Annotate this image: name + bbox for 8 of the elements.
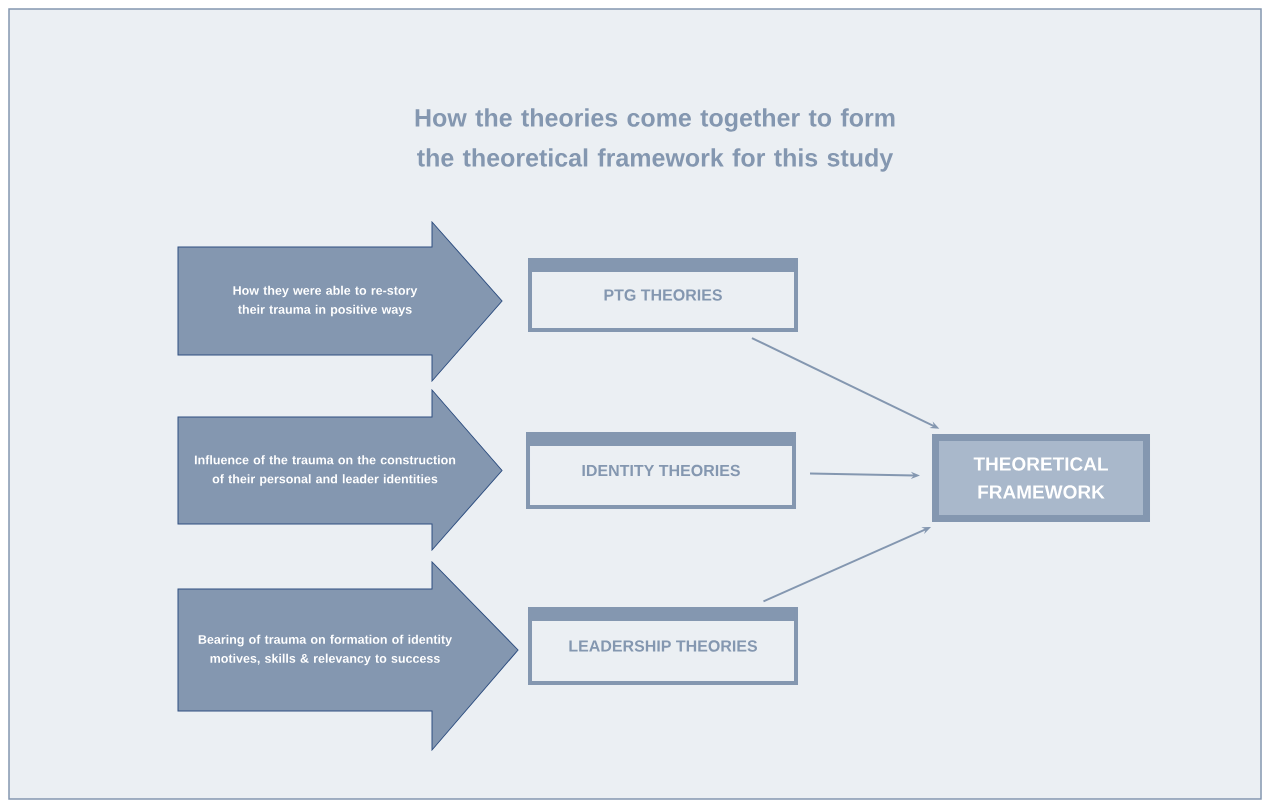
- theory-box: IDENTITY THEORIES: [526, 432, 796, 509]
- theory-box: LEADERSHIP THEORIES: [528, 607, 798, 685]
- pointer-panel: Influence of the trauma on the construction of their personal and leader identities: [177, 389, 503, 551]
- title: How the theories come together to form the theoretical framework for this study: [415, 108, 895, 172]
- pointer-panel: How they were able to re-story their trauma in positive ways: [177, 221, 503, 382]
- pointer-panel: Bearing of trauma on formation of identity motives, skills & relevancy to success: [177, 561, 519, 751]
- framework-box: THEORETICAL FRAMEWORK: [932, 434, 1150, 522]
- theory-box: PTG THEORIES: [528, 258, 798, 332]
